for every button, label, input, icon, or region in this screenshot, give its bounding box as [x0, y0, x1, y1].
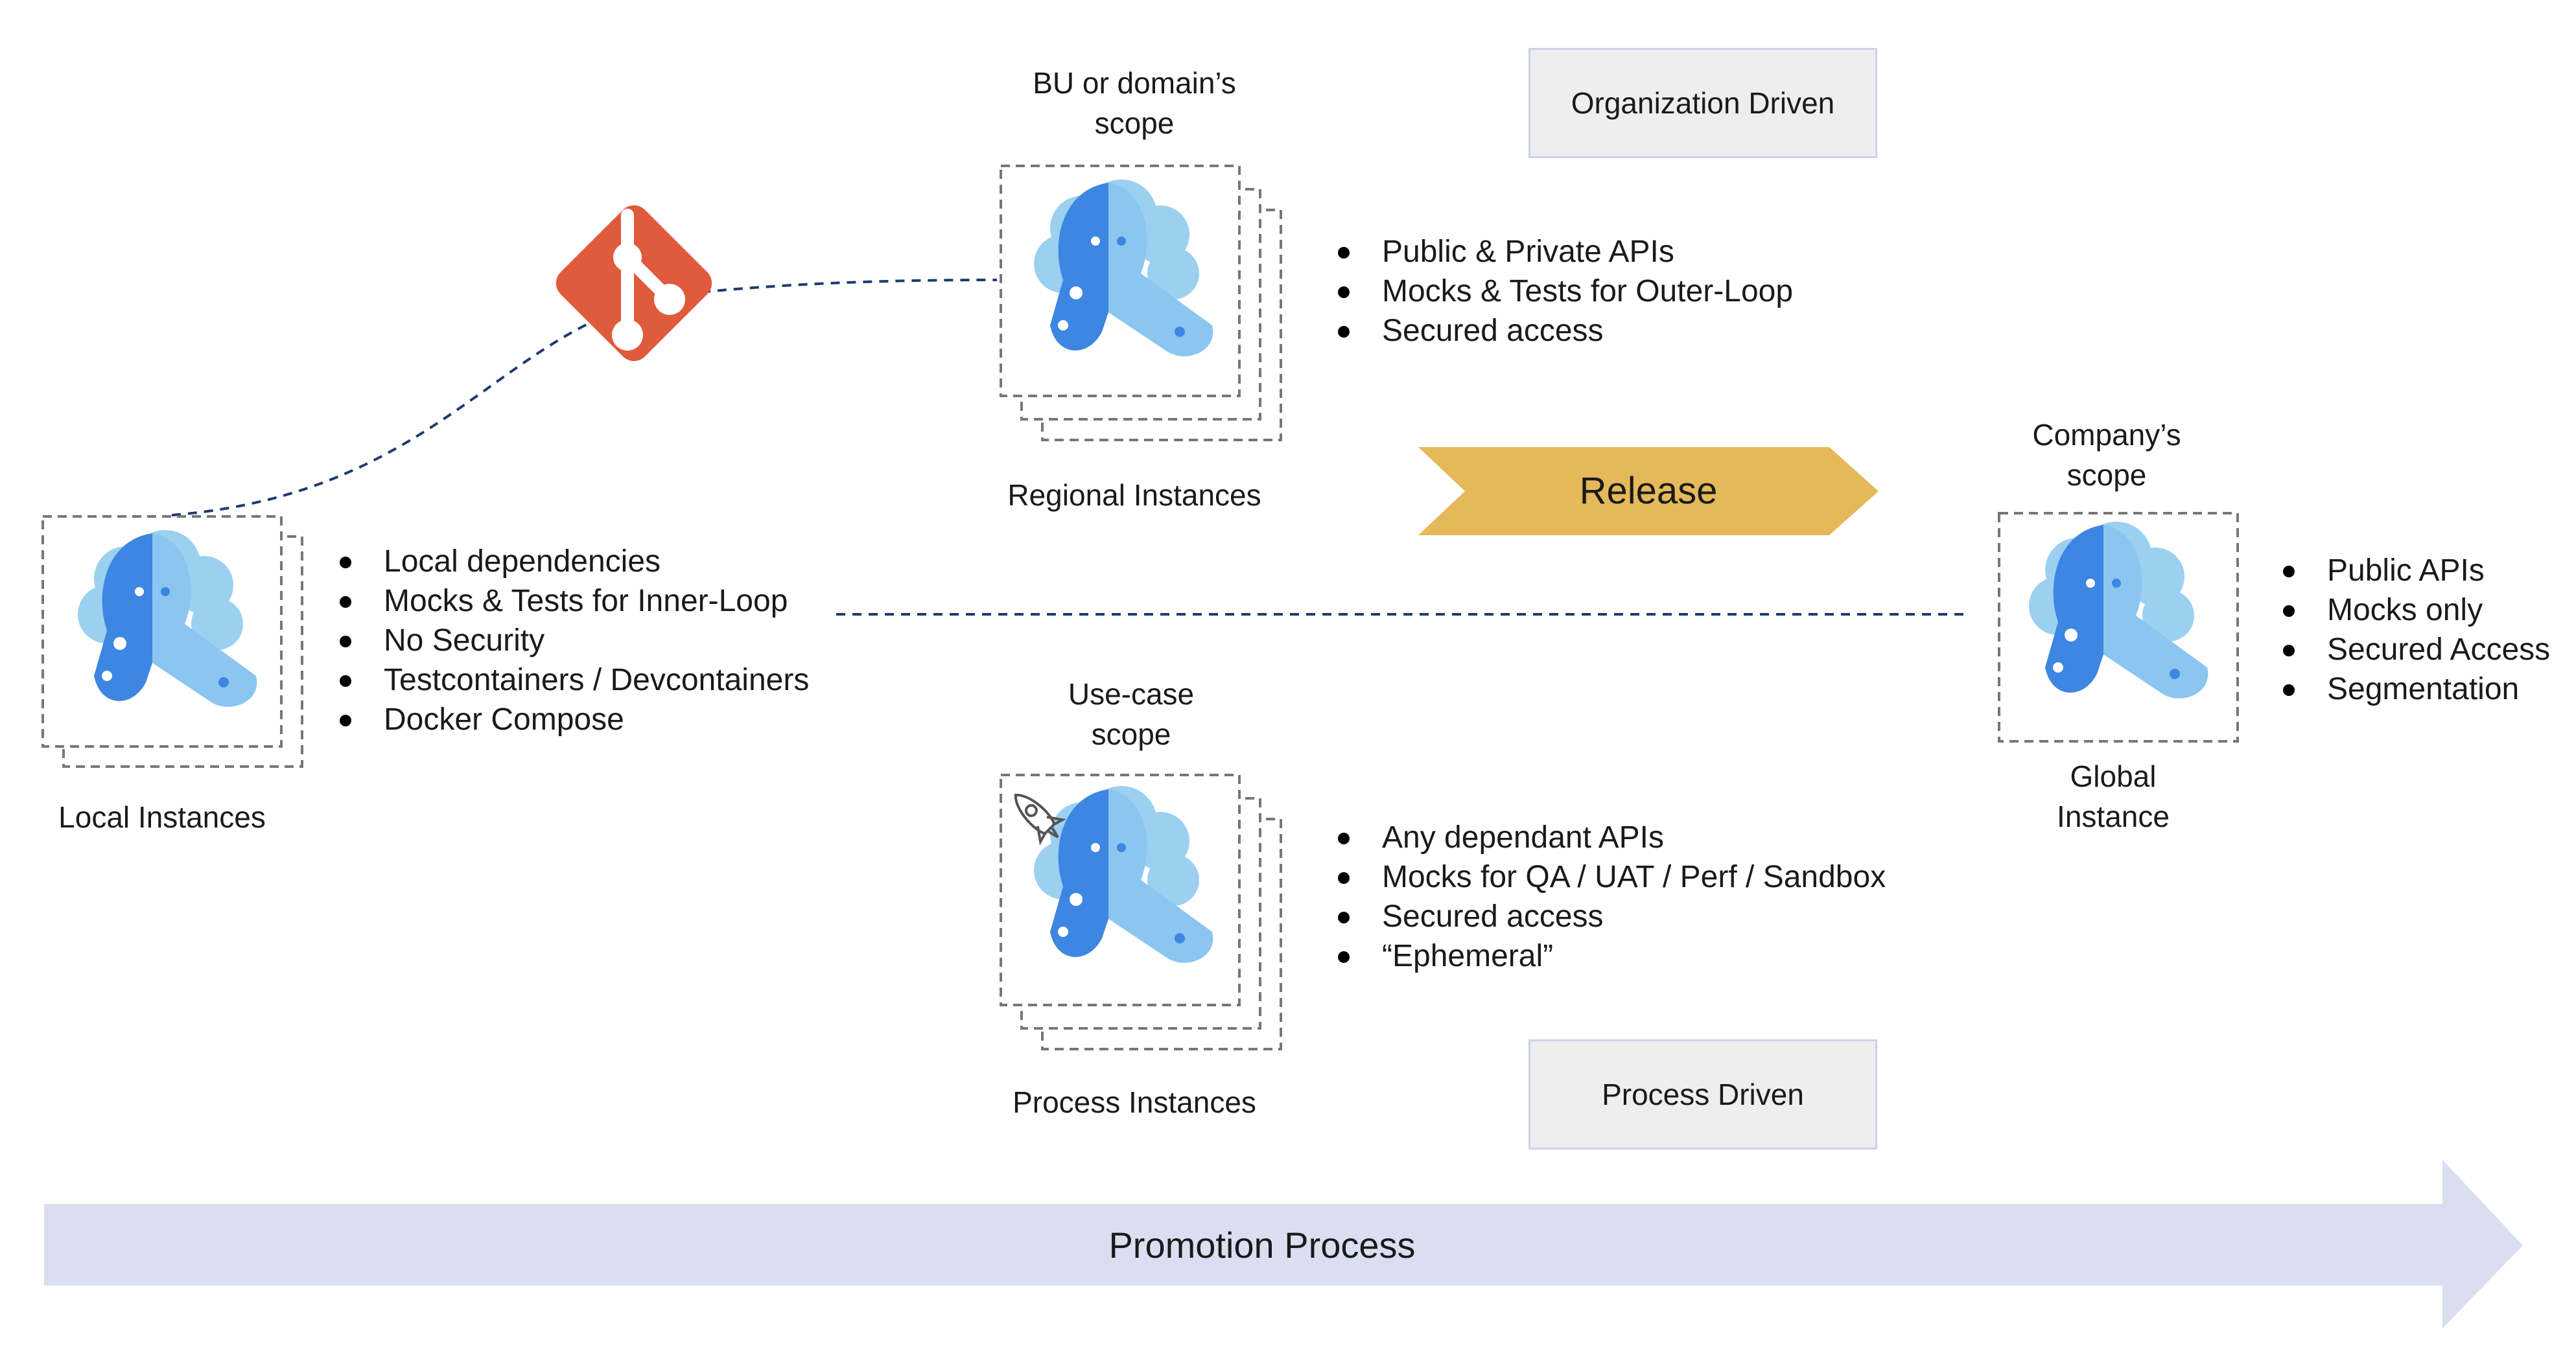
- promotion-arrow: [44, 1160, 2523, 1328]
- list-item: “Ephemeral”: [1335, 936, 1886, 976]
- release-arrow: [1418, 447, 1879, 535]
- list-item: Mocks only: [2280, 590, 2550, 630]
- bu-scope-label: BU or domain’s scope: [1033, 66, 1236, 140]
- regional-bullets: Public & Private APIs Mocks & Tests for …: [1335, 232, 1793, 351]
- list-item: Secured access: [1335, 897, 1886, 936]
- list-item: Local dependencies: [337, 542, 809, 581]
- list-item: Docker Compose: [337, 700, 809, 739]
- list-item: No Security: [337, 621, 809, 660]
- list-item: Public & Private APIs: [1335, 232, 1793, 272]
- list-item: Segmentation: [2280, 669, 2550, 709]
- usecase-scope-label: Use-case scope: [1068, 677, 1195, 751]
- process-driven-tag: Process Driven: [1528, 1039, 1877, 1150]
- local-bullets: Local dependencies Mocks & Tests for Inn…: [337, 542, 809, 739]
- list-item: Public APIs: [2280, 551, 2550, 590]
- organization-driven-tag: Organization Driven: [1528, 48, 1877, 158]
- list-item: Mocks for QA / UAT / Perf / Sandbox: [1335, 857, 1886, 897]
- list-item: Mocks & Tests for Inner-Loop: [337, 581, 809, 621]
- list-item: Mocks & Tests for Outer-Loop: [1335, 272, 1793, 311]
- regional-instances-label: Regional Instances: [1007, 478, 1261, 512]
- company-scope-label: Company’s scope: [2032, 418, 2181, 492]
- list-item: Testcontainers / Devcontainers: [337, 660, 809, 700]
- release-label: Release: [1579, 470, 1718, 512]
- global-bullets: Public APIs Mocks only Secured Access Se…: [2280, 551, 2550, 709]
- process-bullets: Any dependant APIs Mocks for QA / UAT / …: [1335, 818, 1886, 976]
- git-logo-icon: [556, 205, 712, 362]
- local-instances-label: Local Instances: [58, 800, 266, 834]
- promotion-process-label: Promotion Process: [1108, 1225, 1416, 1266]
- list-item: Secured Access: [2280, 630, 2550, 669]
- list-item: Any dependant APIs: [1335, 818, 1886, 857]
- global-instance-label: Global Instance: [2057, 759, 2170, 833]
- rocket-icon: [1014, 793, 1066, 846]
- list-item: Secured access: [1335, 311, 1793, 351]
- process-instances-label: Process Instances: [1013, 1085, 1256, 1119]
